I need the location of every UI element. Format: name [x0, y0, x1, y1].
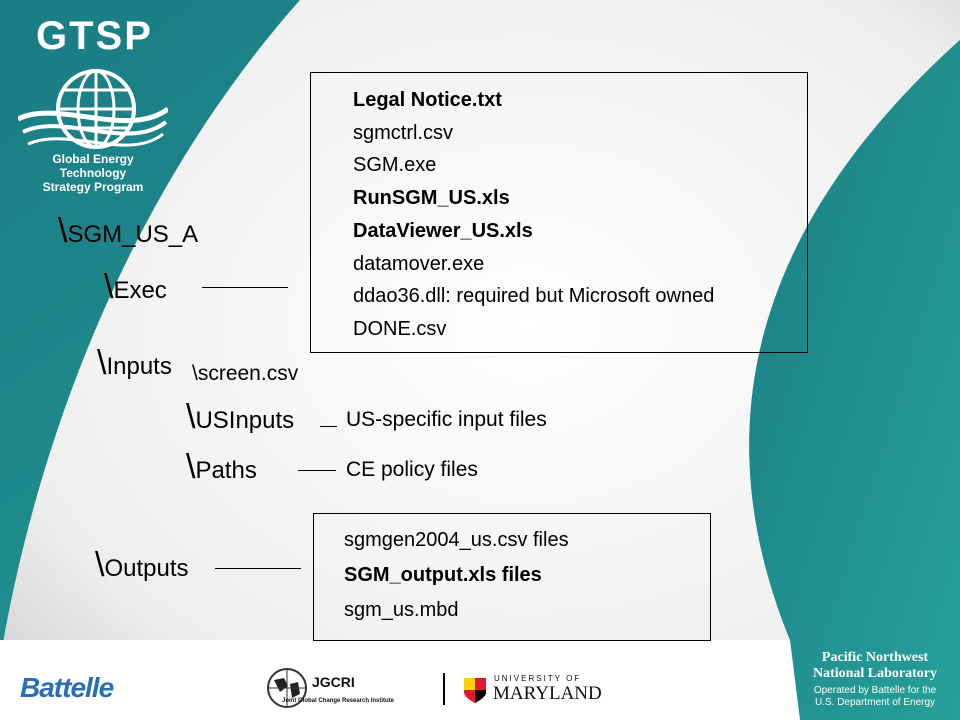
inputs-note: \screen.csv — [192, 362, 299, 385]
pnnl-line3: Operated by Battelle for the — [813, 685, 937, 696]
gtsp-logo: GTSP Global Energy Technology Strategy P… — [18, 14, 178, 194]
backslash: \ — [104, 268, 114, 306]
jgcri-globe-icon — [267, 668, 307, 708]
output-file-item: sgmgen2004_us.csv files — [344, 529, 569, 551]
jgcri-logo: JGCRI Joint Global Change Research Insti… — [262, 664, 412, 710]
exec-file-item: datamover.exe — [353, 252, 485, 275]
paths-note: CE policy files — [346, 458, 478, 481]
connector-usinputs — [320, 426, 337, 427]
umd-line1: UNIVERSITY OF — [494, 674, 582, 683]
exec-file-item: sgmctrl.csv — [353, 121, 453, 144]
exec-file-item: DONE.csv — [353, 317, 447, 340]
dir-root-label: SGM_US_A — [67, 221, 199, 248]
logo-subtitle-line1: Global Energy Technology — [52, 152, 134, 180]
globe-icon — [18, 69, 168, 149]
exec-file-item: ddao36.dll: required but Microsoft owned — [353, 285, 715, 308]
output-file-item: sgm_us.mbd — [344, 599, 459, 621]
exec-file-item: RunSGM_US.xls — [353, 187, 510, 210]
backslash: \ — [186, 398, 196, 436]
umd-line2: MARYLAND — [493, 683, 602, 704]
pnnl-line4: U.S. Department of Energy — [814, 697, 936, 708]
connector-outputs — [215, 568, 301, 569]
jgcri-title: JGCRI — [312, 674, 355, 690]
dir-exec: \Exec — [104, 270, 167, 305]
connector-paths — [298, 470, 336, 471]
connector-exec — [202, 287, 288, 288]
dir-inputs-label: Inputs — [106, 353, 172, 380]
exec-file-item: Legal Notice.txt — [353, 89, 502, 111]
dir-exec-label: Exec — [113, 277, 167, 304]
exec-file-item: DataViewer_US.xls — [353, 219, 533, 242]
dir-paths-label: Paths — [195, 457, 257, 484]
battelle-logo: Battelle — [20, 672, 114, 703]
footer-divider — [443, 673, 445, 705]
dir-outputs-label: Outputs — [104, 555, 189, 582]
output-files-box — [313, 513, 711, 641]
backslash: \ — [95, 546, 105, 584]
dir-usinputs-label: USInputs — [195, 407, 295, 434]
pnnl-line2: National Laboratory — [812, 666, 938, 681]
dir-outputs: \Outputs — [95, 548, 189, 583]
dir-inputs: \Inputs — [97, 346, 172, 381]
backslash: \ — [58, 212, 68, 250]
logo-title: GTSP — [36, 14, 153, 58]
pnnl-line1: Pacific Northwest — [821, 650, 929, 665]
logo-subtitle-line2: Strategy Program — [42, 180, 144, 194]
backslash: \ — [186, 448, 196, 486]
exec-file-item: SGM.exe — [353, 154, 437, 177]
umd-shield-icon — [464, 678, 486, 703]
exec-files-box — [310, 72, 808, 353]
pnnl-logo: Pacific Northwest National Laboratory Op… — [795, 650, 955, 709]
dir-root: \SGM_US_A — [58, 214, 198, 249]
umd-logo: UNIVERSITY OF MARYLAND — [462, 674, 612, 706]
dir-paths: \Paths — [186, 450, 257, 485]
dir-usinputs: \USInputs — [186, 400, 294, 435]
usinputs-note: US-specific input files — [346, 408, 547, 431]
output-file-item: SGM_output.xls files — [344, 564, 542, 586]
jgcri-subtitle: Joint Global Change Research Institute — [282, 698, 395, 704]
backslash: \ — [97, 344, 107, 382]
